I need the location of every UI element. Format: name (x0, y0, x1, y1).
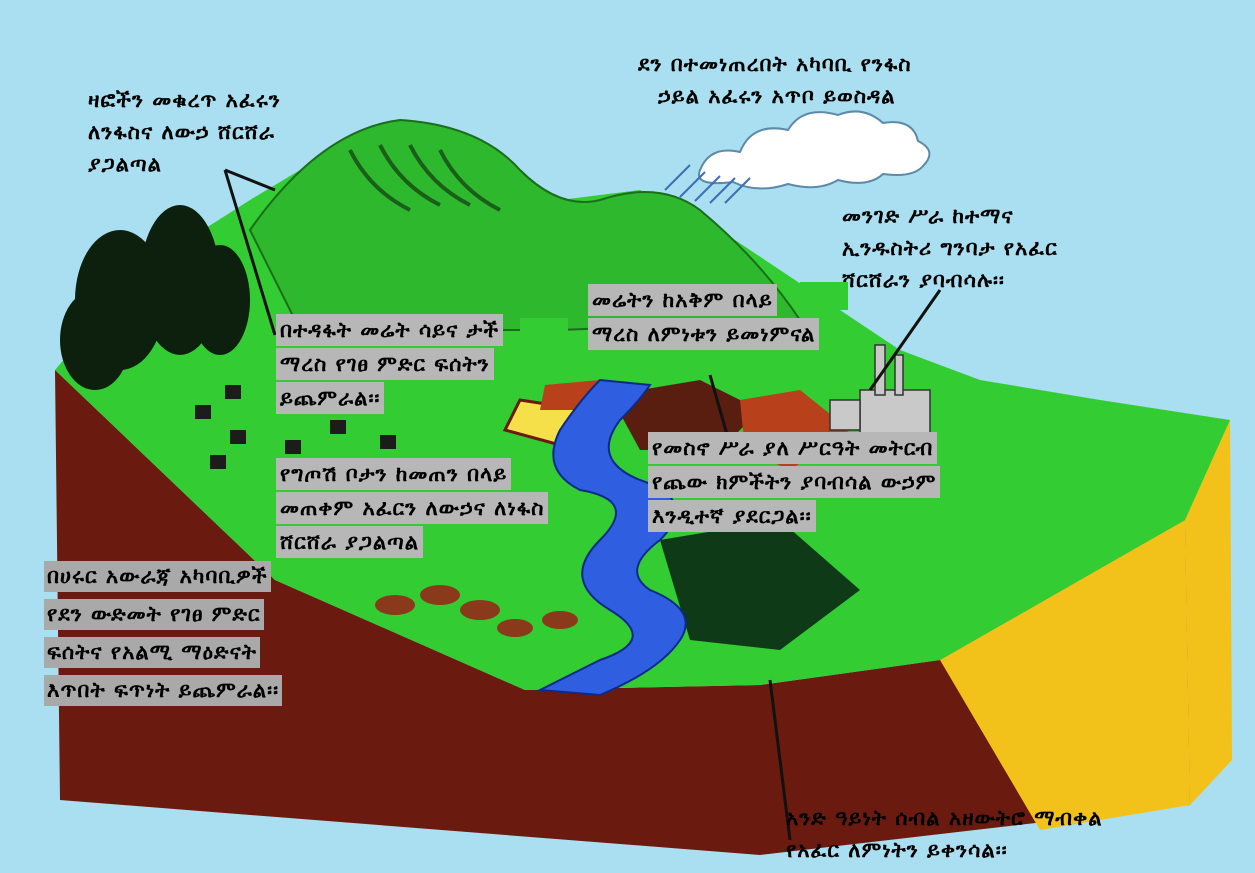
label-tropical-deforestation: በሀሩር አውራጃ አካባቢዎች የደን ውድመት የገፀ ምድር ፍሰትና የ… (44, 560, 283, 712)
mountains (248, 118, 802, 331)
label-overgrazing: የግጦሽ ቦታን ከመጠን በላይ መጠቀም አፈርን ለውኃና ለነፋስ ሸር… (276, 458, 549, 560)
forest (60, 205, 250, 390)
label-monoculture: አንድ ዓይነት ሰብል አዘውትሮ ማብቀል የአፈር ለምነትን ይቀንሳል… (786, 806, 1103, 862)
factory (829, 344, 931, 436)
terraces (348, 144, 501, 212)
label-irrigation: የመስኖ ሥራ ያለ ሥርዓት መትርብ የጨው ክምችትን ያባብሳል ውኃም… (648, 432, 941, 534)
label-wind-erosion: ደን በተመነጠረበት አካባቢ የንፋስ ኃይል አፈሩን አጥቦ ይወስዳል (638, 52, 912, 108)
label-industry: መንገድ ሥራ ከተማና ኢንዱስትሪ ግንባታ የአፈር ሸርሸራን ያባብሳ… (842, 204, 1058, 292)
label-tree-cutting: ዛፎችን መቁረጥ አፈሩን ለንፋስና ለውኃ ሸርሸራ ያጋልጣል (88, 88, 281, 176)
label-tab (420, 522, 560, 552)
grazing-animals (375, 585, 578, 637)
soil-side-face (1185, 420, 1232, 805)
label-slope-plowing: በተዳፋት መሬት ሳይና ታች ማረስ የገፀ ምድር ፍሰትን ይጨምራል፡… (276, 314, 504, 416)
label-tab (800, 282, 848, 310)
label-tab (830, 495, 960, 523)
soil-side-face-front (940, 520, 1190, 830)
cloud (697, 110, 931, 190)
label-tab (520, 318, 568, 348)
label-overuse: መሬትን ከአቅም በላይ ማረስ ለምነቱን ይመነምናል (588, 284, 820, 352)
river (536, 378, 687, 697)
wind-lines (664, 164, 751, 204)
pointer-lines (223, 168, 942, 841)
soil-front-face (55, 370, 1190, 855)
crop-field (660, 520, 860, 650)
label-tab (390, 380, 450, 410)
